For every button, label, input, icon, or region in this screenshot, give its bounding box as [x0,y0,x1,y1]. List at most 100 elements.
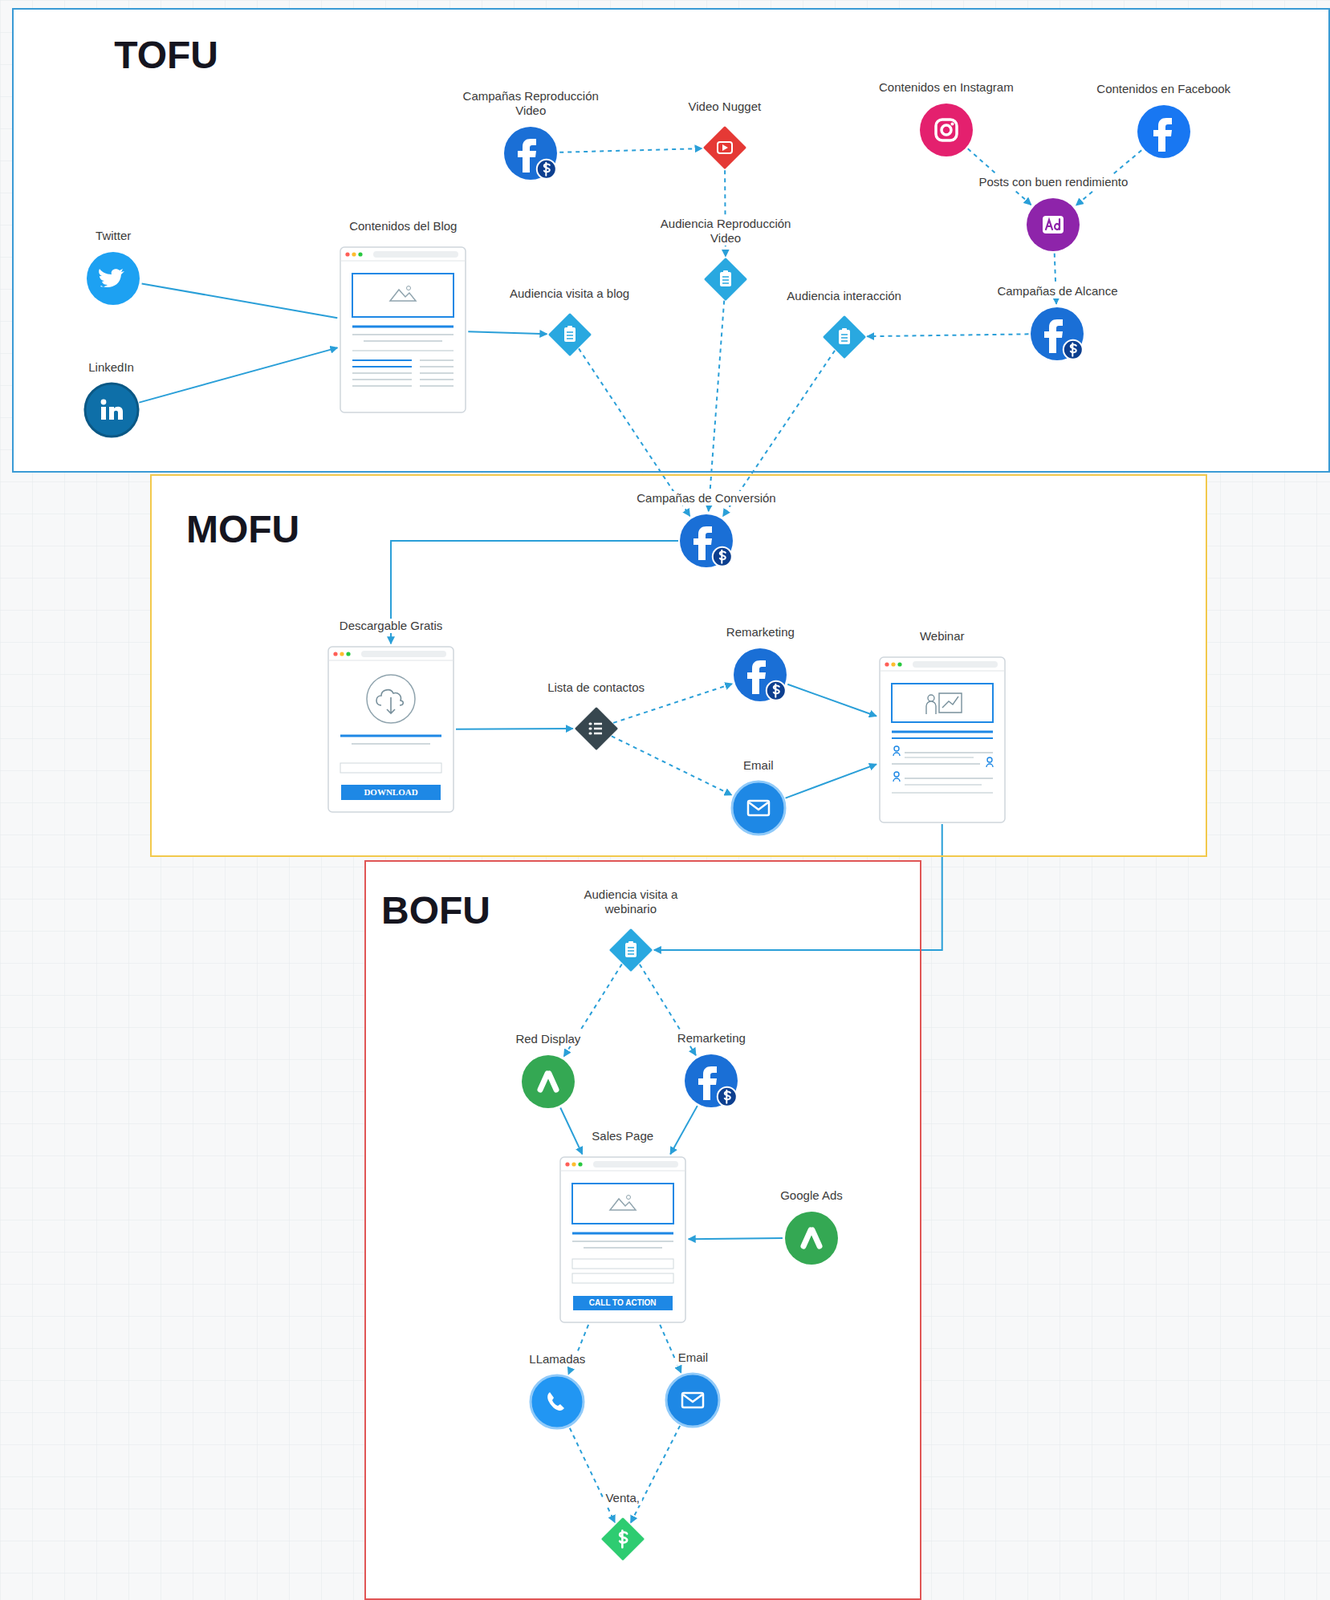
node-label: Email [675,1350,712,1366]
funnel-stage-band: Campañas Reproducción VideoVideo NuggetC… [12,8,1330,473]
icon-disc [784,1212,838,1265]
label-holder: Descargable Gratis [337,618,445,634]
flow-connector [708,300,724,512]
label-holder: Red Display [512,1032,583,1047]
icon-disc [86,252,140,306]
label-holder: LLamadas [526,1352,588,1367]
badge-disc [536,159,557,179]
gads-glyph [540,1073,557,1091]
page-frame [340,247,466,413]
icon [666,1374,720,1428]
icon-drawing [679,513,734,569]
channel-icon: Remarketing [683,1053,739,1109]
channel-icon: LinkedIn [84,382,139,438]
node-label: Audiencia visita a webinario [558,887,704,917]
chart-glyph [939,693,962,713]
node-label: Sales Page [589,1129,656,1144]
text-line [572,1240,674,1243]
url-bar [361,650,447,658]
icon-drawing [704,258,747,301]
input-box [572,1273,674,1284]
flow-connector [569,1428,615,1524]
list-dots [589,723,591,734]
node-label: LinkedIn [85,360,137,375]
label-holder: Email [740,758,777,773]
icon-drawing [683,1053,739,1109]
audience-diamond: Audiencia visita a blog [549,313,591,356]
icon-disc [85,383,139,437]
text-line [351,743,431,745]
li-stem [101,406,106,420]
node-label: Remarketing [675,1031,749,1046]
badge-disc [712,547,733,567]
text-line [352,359,412,362]
url-bar [593,1161,679,1168]
attendee-glyph [893,746,900,757]
icon-disc [1030,307,1084,361]
text-line [419,385,454,387]
camera-body [935,119,957,141]
page-mockup: Webinar [878,656,1006,824]
button-holder: CALL TO ACTION [573,1296,673,1311]
text-line [352,385,412,387]
icon-disc [530,1375,584,1429]
f-glyph [747,660,766,695]
channel-icon: Twitter [85,251,141,306]
label-holder: Posts con buen rendimiento [976,174,1131,190]
page-frame [879,657,1005,823]
clipboard [625,943,637,958]
text-line [419,372,454,375]
window-dot [358,252,363,257]
clipboard-lines [566,332,574,339]
text-line [352,325,454,328]
text-line [904,756,974,759]
button-text: CALL TO ACTION [573,1296,673,1311]
text-line [904,777,993,780]
flow-connector [560,1108,582,1156]
label-holder: Webinar [917,629,968,644]
text-line [419,378,454,381]
clipboard [719,272,732,287]
icon [733,648,787,702]
text-line [891,763,981,765]
label-holder: Contenidos en Facebook [1094,81,1233,97]
text-line [904,752,993,754]
icon-drawing [1029,306,1085,362]
label-holder: Google Ads [777,1188,846,1204]
icon-drawing [823,316,866,358]
node-label: Video Nugget [686,99,765,114]
flow-connector [659,1325,681,1374]
channel-icon: Contenidos en Facebook [1136,104,1192,159]
diamond-shape [705,259,746,300]
f-glyph [1153,117,1172,152]
node-label: Twitter [93,228,134,244]
label-holder: Remarketing [723,625,798,640]
label-holder: Sales Page [589,1129,656,1144]
play-mark [722,144,729,151]
f-glyph [517,138,537,173]
page-topbar [340,260,466,261]
channel-icon: Campañas de Conversión [679,513,734,569]
diamond-shape [704,127,745,168]
icon-drawing [784,1211,839,1266]
label-holder: Audiencia visita a blog [507,286,632,301]
icon [1030,307,1084,361]
attendee-glyph [986,757,993,768]
node-label: Campañas de Alcance [994,284,1120,299]
flow-connector [630,1426,680,1524]
icon [732,781,785,835]
node-label: Lista de contactos [545,680,647,696]
page-drawing [878,656,1006,824]
li-dot [100,399,106,406]
node-label: Campañas Reproducción Video [450,89,611,118]
icon-drawing [703,126,746,169]
icon [576,708,617,749]
band-ground [364,860,922,1600]
label-holder: Video Nugget [686,99,765,114]
funnel-stage-band: Campañas de ConversiónDescargable Gratis… [150,474,1208,858]
label-holder: Lista de contactos [545,680,647,696]
flow-connector [568,1325,589,1375]
text-line [352,378,412,381]
dollar-badge [766,680,786,700]
icon [504,126,558,180]
